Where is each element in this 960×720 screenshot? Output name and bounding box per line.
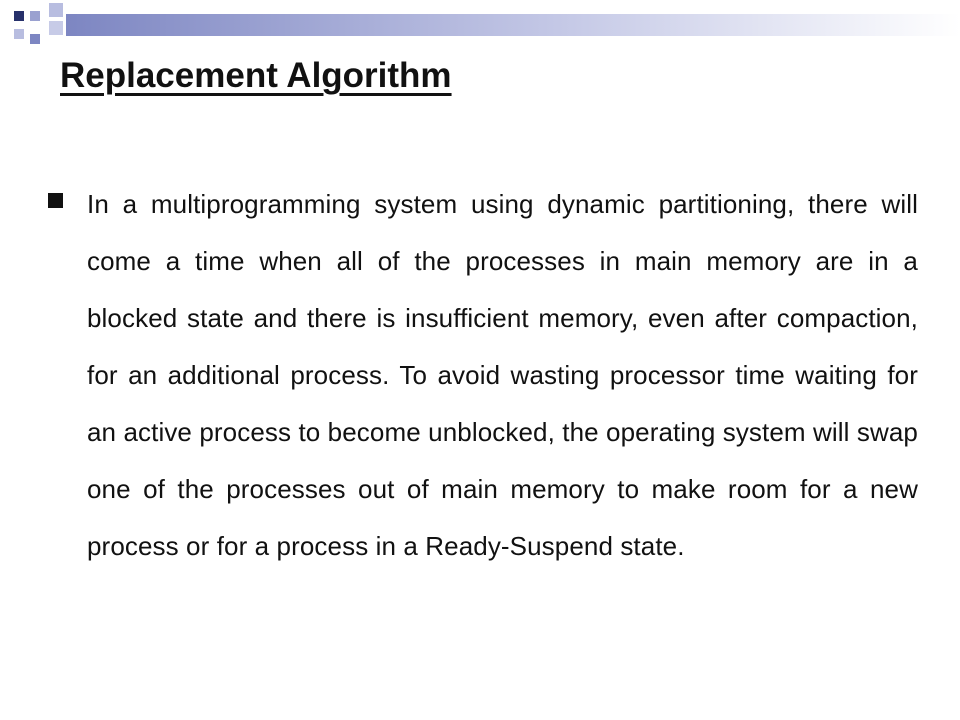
decor-square-light [49, 3, 63, 17]
corner-decoration [14, 3, 960, 44]
decor-square-light [49, 21, 63, 35]
slide-title: Replacement Algorithm [60, 56, 452, 95]
decor-square-mid [30, 34, 40, 44]
header-gradient-bar [66, 14, 960, 36]
bullet-text: In a multiprogramming system using dynam… [87, 189, 918, 561]
bullet-item: In a multiprogramming system using dynam… [48, 176, 918, 575]
decor-square-light [14, 29, 24, 39]
square-bullet-icon [48, 193, 63, 208]
decor-square-light [30, 11, 40, 21]
decor-square-dark [14, 11, 24, 21]
